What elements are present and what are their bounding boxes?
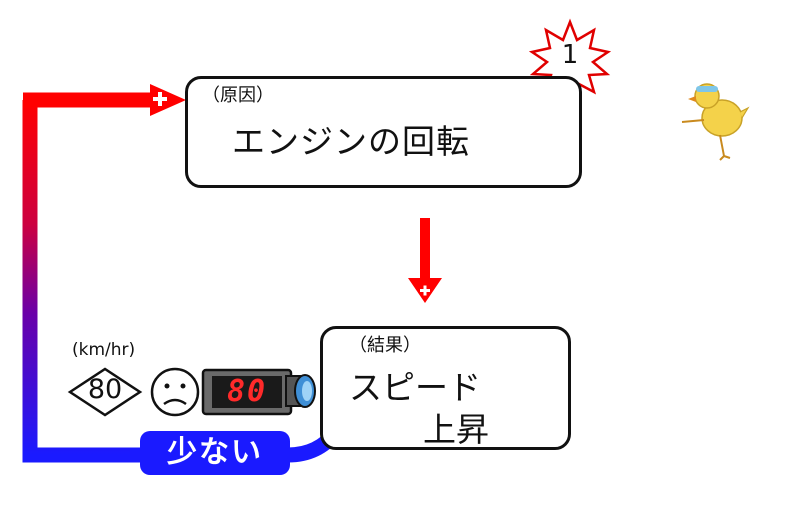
speed-limit-sign-icon	[67, 367, 143, 417]
cause-to-result-arrow	[408, 218, 442, 303]
step-badge-number: 1	[561, 40, 579, 70]
speed-limit-value: 80	[87, 374, 123, 405]
plus-icon	[153, 92, 167, 106]
feedback-loop-line	[22, 100, 140, 463]
frown-face-icon	[150, 367, 200, 417]
camera-display-value: 80	[226, 374, 268, 409]
speed-unit-label: (km/hr)	[72, 340, 136, 360]
chick-icon	[681, 83, 750, 161]
less-label: 少ない	[140, 431, 290, 475]
result-box: （結果） スピード 上昇	[320, 326, 571, 450]
result-tag: （結果）	[349, 335, 421, 356]
result-text-line2: 上昇	[423, 410, 489, 449]
cause-box: （原因） エンジンの回転	[185, 76, 582, 188]
cause-text: エンジンの回転	[232, 122, 470, 161]
result-text-line1: スピード	[349, 368, 481, 407]
cause-tag: （原因）	[202, 85, 274, 106]
speed-camera-icon	[201, 368, 316, 416]
